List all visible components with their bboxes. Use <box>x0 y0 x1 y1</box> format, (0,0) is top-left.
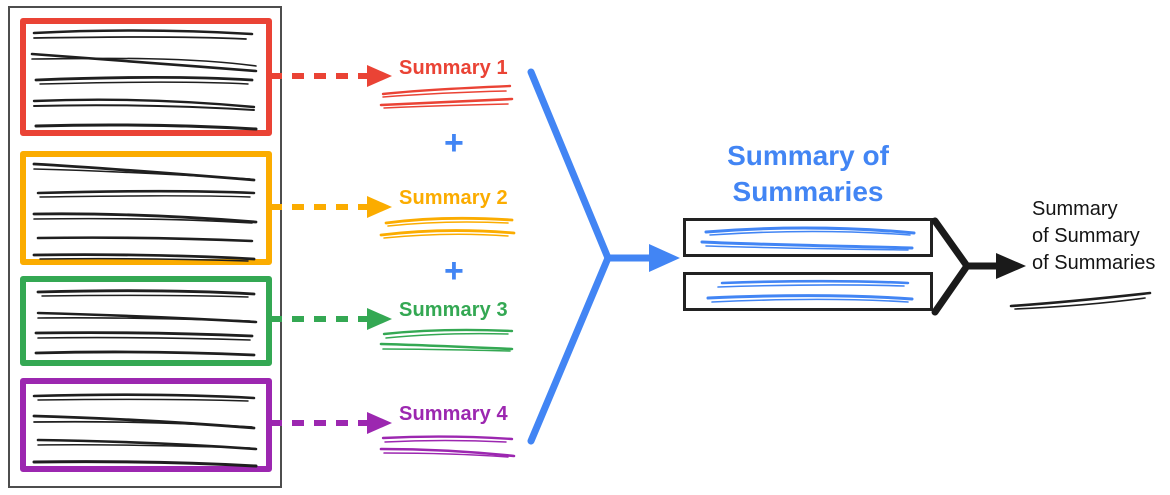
arrow-chunk-3-to-summary-3 <box>270 308 392 330</box>
chunk-2-scribbles <box>32 162 258 262</box>
document-chunk-4[interactable] <box>20 378 272 472</box>
final-output-text: Summary of Summary of Summaries <box>1032 198 1156 274</box>
document-chunk-1[interactable] <box>20 18 272 136</box>
arrow-chunk-4-to-summary-4 <box>270 412 392 434</box>
plus-separator-1: + <box>444 124 464 162</box>
summary-of-summaries-box-2[interactable] <box>683 272 933 311</box>
chunk-3-scribbles <box>34 289 258 357</box>
summary-of-summaries-title: Summary of Summaries <box>683 138 933 210</box>
summary-4-label: Summary 4 <box>399 403 508 425</box>
sos-box-2-scribbles <box>706 279 914 303</box>
summary-of-summaries-box-1[interactable] <box>683 218 933 257</box>
plus-separator-2: + <box>444 252 464 290</box>
black-merge-funnel <box>931 217 1026 316</box>
arrow-chunk-1-to-summary-1 <box>270 65 392 87</box>
summary-4-scribbles <box>379 435 516 458</box>
summary-2-scribbles <box>379 216 516 239</box>
summary-3-scribbles <box>379 328 514 352</box>
chunk-4-scribbles <box>32 393 258 468</box>
sos-title-line-1: Summary of <box>727 140 889 171</box>
blue-merge-funnel <box>527 68 680 445</box>
final-output-scribble <box>1009 291 1152 310</box>
sos-box-1-scribbles <box>700 226 916 251</box>
summary-2-label: Summary 2 <box>399 187 508 209</box>
summary-1-label: Summary 1 <box>399 57 508 79</box>
summary-1-scribbles <box>379 84 514 109</box>
source-document-container <box>8 6 282 488</box>
sos-title-line-2: Summaries <box>732 175 884 207</box>
summary-3-label: Summary 3 <box>399 299 508 321</box>
document-chunk-2[interactable] <box>20 151 272 265</box>
chunk-1-scribbles <box>30 29 258 131</box>
arrow-chunk-2-to-summary-2 <box>270 196 392 218</box>
document-chunk-3[interactable] <box>20 276 272 366</box>
